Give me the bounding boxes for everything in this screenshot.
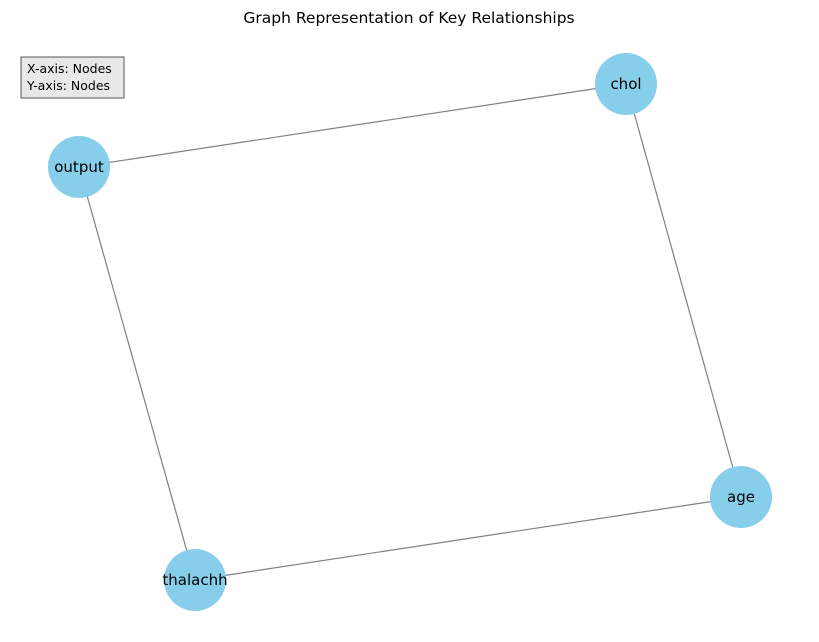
node-label-thalachh: thalachh (162, 571, 227, 589)
node-label-output: output (54, 158, 104, 176)
node-output: output (48, 136, 110, 198)
nodes-layer: chol output age thalachh (48, 53, 772, 611)
node-label-chol: chol (610, 75, 641, 93)
node-circle-thalachh (164, 549, 226, 611)
axis-note-box (20, 56, 125, 99)
figure-title: Graph Representation of Key Relationship… (243, 9, 574, 27)
edge-age-thalachh (194, 496, 742, 581)
node-circle-age (710, 466, 772, 528)
node-circle-chol (595, 53, 657, 115)
axis-note-y-label: Y-axis: Nodes (26, 78, 110, 93)
node-thalachh: thalachh (162, 549, 228, 611)
edge-thalachh-output (78, 166, 196, 581)
edges-layer (78, 83, 742, 581)
axis-note-x-label: X-axis: Nodes (27, 61, 112, 76)
edge-output-chol (78, 83, 627, 168)
edge-chol-age (625, 83, 742, 498)
node-label-age: age (727, 488, 755, 506)
axis-note: X-axis: Nodes Y-axis: Nodes (20, 56, 125, 99)
node-circle-output (48, 136, 110, 198)
node-age: age (710, 466, 772, 528)
node-chol: chol (595, 53, 657, 115)
